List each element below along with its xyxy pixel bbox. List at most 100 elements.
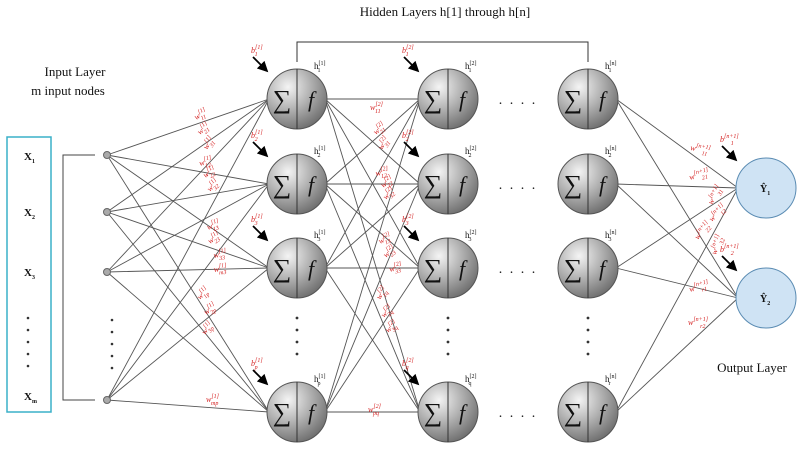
hidden-neuron: ∑f — [266, 153, 328, 215]
bias-arrow — [252, 141, 269, 158]
hidden-neuron: ∑f — [557, 153, 619, 215]
edge-in-h1 — [106, 154, 270, 269]
hidden-neuron: ∑f — [557, 68, 619, 130]
activation-symbol: f — [459, 87, 468, 112]
weight-label: w[2]11 — [370, 102, 384, 115]
edge-in-h1 — [106, 183, 270, 273]
activation-symbol: f — [459, 172, 468, 197]
hidden-node-label: h[2]3 — [465, 230, 477, 243]
edge-h1-h2 — [324, 267, 421, 413]
bias-arrow — [721, 145, 738, 162]
weight-label: w[2]23 — [381, 243, 400, 262]
bias-label: b[1]2 — [251, 130, 263, 143]
bias-label: b[2]1 — [402, 45, 414, 58]
output-label-2: Ŷ2 — [760, 293, 770, 307]
hidden-node-label: h[n]2 — [605, 146, 617, 159]
bias-arrow — [252, 225, 269, 242]
edge-in-h1 — [106, 271, 270, 413]
edge-h1-h2 — [324, 183, 421, 269]
bias-arrow — [403, 369, 420, 386]
weight-label: w[2]31 — [375, 134, 393, 153]
weight-label: w[1]mp — [206, 394, 220, 407]
ellipsis-dot — [586, 316, 590, 320]
hidden-neuron: ∑f — [417, 68, 479, 130]
weight-label: w[1]1p — [194, 285, 213, 304]
sum-symbol: ∑ — [564, 85, 583, 114]
bias-label: b[1]p — [251, 358, 263, 371]
hidden-node-label: h[n]1 — [605, 61, 617, 74]
hidden-neuron: ∑f — [266, 68, 328, 130]
hidden-layers-bracket — [296, 41, 589, 62]
weight-label: w[n+1]21 — [688, 167, 711, 185]
ellipsis-dot — [110, 330, 114, 334]
ellipsis-dot — [446, 352, 450, 356]
hidden-neuron: ∑f — [557, 237, 619, 299]
weight-label: w[2]pq — [368, 404, 382, 417]
ellipsis-dot — [110, 342, 114, 346]
bias-label: b[1]1 — [251, 45, 263, 58]
edge-in-h1 — [106, 98, 270, 156]
activation-symbol: f — [459, 256, 468, 281]
hidden-neuron: ∑f — [266, 237, 328, 299]
weight-label: w[2]22 — [378, 174, 397, 192]
input-box — [6, 136, 52, 413]
sum-symbol: ∑ — [273, 398, 292, 427]
sum-symbol: ∑ — [273, 254, 292, 283]
sum-symbol: ∑ — [424, 85, 443, 114]
sum-symbol: ∑ — [424, 254, 443, 283]
weight-label: w[1]32 — [204, 177, 223, 196]
hidden-node-label: h[n]3 — [605, 230, 617, 243]
weight-label: w[1]11 — [192, 107, 210, 125]
input-node — [103, 151, 111, 159]
bias-label: b[2]2 — [402, 130, 414, 143]
activation-symbol: f — [308, 400, 317, 425]
input-node — [103, 268, 111, 276]
edge-in-h1 — [106, 211, 270, 269]
edge-hn-out — [615, 183, 739, 299]
edge-in-h1 — [106, 399, 270, 413]
bias-label: b[n+1]1 — [720, 134, 739, 147]
ellipsis-dot — [110, 354, 114, 358]
edge-in-h1 — [106, 267, 270, 401]
hidden-layers-title: Hidden Layers h[1] through h[n] — [360, 4, 530, 19]
ellipsis-dot — [446, 316, 450, 320]
hidden-node-label: h[2]q — [465, 374, 477, 387]
layer-ellipsis: . . . . — [499, 262, 538, 277]
edge-in-h1 — [106, 267, 270, 273]
ellipsis-dot — [295, 316, 299, 320]
edge-h1-h2 — [324, 98, 421, 185]
hidden-neuron: ∑f — [417, 153, 479, 215]
edge-hn-out — [615, 267, 739, 299]
activation-symbol: f — [599, 172, 608, 197]
weight-label: w[1]12 — [198, 155, 215, 171]
bias-arrow — [721, 255, 738, 272]
activation-symbol: f — [459, 400, 468, 425]
sum-symbol: ∑ — [424, 398, 443, 427]
bias-arrow — [403, 225, 420, 242]
bias-label: b[2]3 — [402, 214, 414, 227]
sum-symbol: ∑ — [564, 170, 583, 199]
activation-symbol: f — [308, 87, 317, 112]
input-label-1: X1 — [24, 151, 35, 165]
weight-label: w[1]m3 — [213, 263, 228, 277]
weight-label: w[2]32 — [380, 185, 399, 204]
hidden-neuron: ∑f — [417, 381, 479, 443]
weight-label: w[1]3p — [199, 319, 218, 338]
hidden-node-label: h[1]2 — [314, 146, 326, 159]
weight-label: w[1]22 — [201, 164, 219, 182]
hidden-node-label: h[n]r — [605, 374, 617, 387]
ellipsis-dot — [446, 328, 450, 332]
edge-in-h1 — [106, 98, 270, 401]
weight-label: w[2]21 — [371, 120, 390, 139]
hidden-neuron: ∑f — [557, 381, 619, 443]
hidden-node-label: h[2]1 — [465, 61, 477, 74]
sum-symbol: ∑ — [564, 254, 583, 283]
weight-label: w[1]31 — [200, 134, 218, 153]
layer-ellipsis: . . . . — [499, 178, 538, 193]
edge-in-h1 — [106, 154, 270, 185]
weight-label: w[2]1q — [373, 284, 391, 303]
weight-label: w[n+1]r2 — [688, 317, 709, 330]
bias-label: b[2]q — [402, 358, 414, 371]
activation-symbol: f — [308, 172, 317, 197]
